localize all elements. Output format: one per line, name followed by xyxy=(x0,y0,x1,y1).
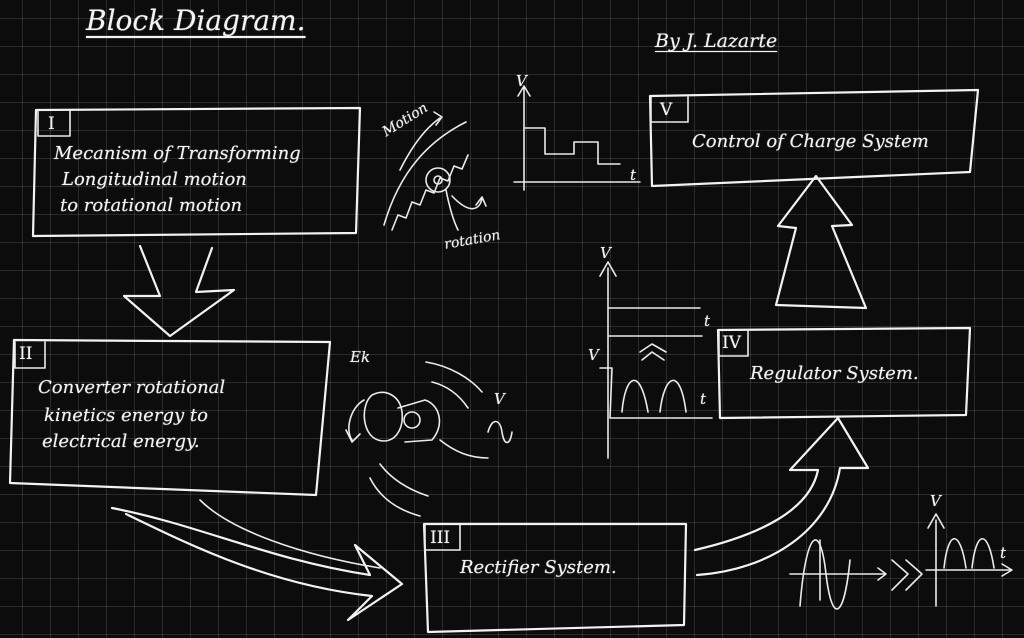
dc-graph-lower-t-label: t xyxy=(700,390,707,408)
block-2-box xyxy=(8,338,332,497)
step-graph-signal xyxy=(523,127,621,165)
block-2-line-2: kinetics energy to xyxy=(44,405,208,426)
block-4-box xyxy=(716,326,972,420)
dc-graph-lower-v-label: V xyxy=(588,346,599,364)
rect-graph-axes xyxy=(925,513,1013,607)
block-5-line-1: Control of Charge System xyxy=(692,131,929,152)
arrow-2-to-3 xyxy=(110,506,404,622)
rack-sketch-outer xyxy=(383,121,467,226)
ac-graph-sine xyxy=(799,539,851,610)
dc-graph-pulses xyxy=(621,379,687,413)
rect-graph-t-label: t xyxy=(1000,544,1007,562)
shaft-sketch xyxy=(403,411,421,429)
block-1-line-3: to rotational motion xyxy=(60,195,243,216)
block-5-number-box xyxy=(650,96,689,123)
ac-graph-axes xyxy=(789,539,887,601)
block-1-number-box xyxy=(37,110,71,137)
step-graph-v-label: V xyxy=(516,72,527,90)
arrow-2-to-3-inner xyxy=(199,499,381,569)
dc-graph-v-label: V xyxy=(600,244,611,262)
block-2-line-3: electrical energy. xyxy=(42,431,200,452)
block-5-box xyxy=(648,88,980,188)
arrow-1-to-2 xyxy=(122,244,236,338)
gear-sketch xyxy=(425,167,451,193)
block-4-number-box xyxy=(718,330,749,357)
rect-graph-v-label: V xyxy=(930,492,941,510)
block-1-line-1: Mecanism of Transforming xyxy=(54,143,301,164)
block-5-number: V xyxy=(660,100,673,120)
field-lines xyxy=(369,361,489,517)
rect-graph-pulses xyxy=(943,537,995,569)
dc-graph-lower-axis xyxy=(599,367,713,419)
block-3-box xyxy=(422,522,688,634)
gear-center xyxy=(433,175,443,185)
diagram-title: Block Diagram. xyxy=(86,4,306,37)
block-1-box xyxy=(31,106,362,238)
double-arrow xyxy=(891,559,923,591)
block-1-line-2: Longitudinal motion xyxy=(62,169,247,190)
rack-sketch xyxy=(391,154,469,231)
arrow-3-to-4 xyxy=(693,416,870,577)
motion-arrow xyxy=(399,111,443,171)
block-2-number-box xyxy=(14,341,46,369)
rotation-arrow xyxy=(451,195,487,210)
stator-sketch xyxy=(397,399,441,443)
sine-sketch xyxy=(487,420,513,444)
block-3-number-box xyxy=(424,524,461,551)
author-credit: By J. Lazarte xyxy=(655,30,778,52)
block-3-number: III xyxy=(430,528,451,548)
ek-label: Ek xyxy=(350,348,371,366)
block-1-number: I xyxy=(48,114,55,134)
rotor-sketch xyxy=(363,391,403,442)
dc-graph-envelope xyxy=(639,343,667,361)
block-2-number: II xyxy=(19,344,33,364)
block-4-line-1: Regulator System. xyxy=(750,363,919,384)
step-graph-t-label: t xyxy=(630,166,637,184)
step-graph-axes xyxy=(513,85,641,191)
block-4-number: IV xyxy=(722,333,741,353)
rotation-pointer xyxy=(445,189,459,231)
dc-graph-t-label: t xyxy=(704,312,711,330)
dc-graph-axes xyxy=(599,261,703,459)
rotation-curl xyxy=(345,399,365,443)
arrow-4-to-5 xyxy=(774,174,868,310)
block-3-line-1: Rectifier System. xyxy=(460,557,617,578)
block-2-line-1: Converter rotational xyxy=(38,377,226,398)
generator-v-label: V xyxy=(494,390,505,408)
